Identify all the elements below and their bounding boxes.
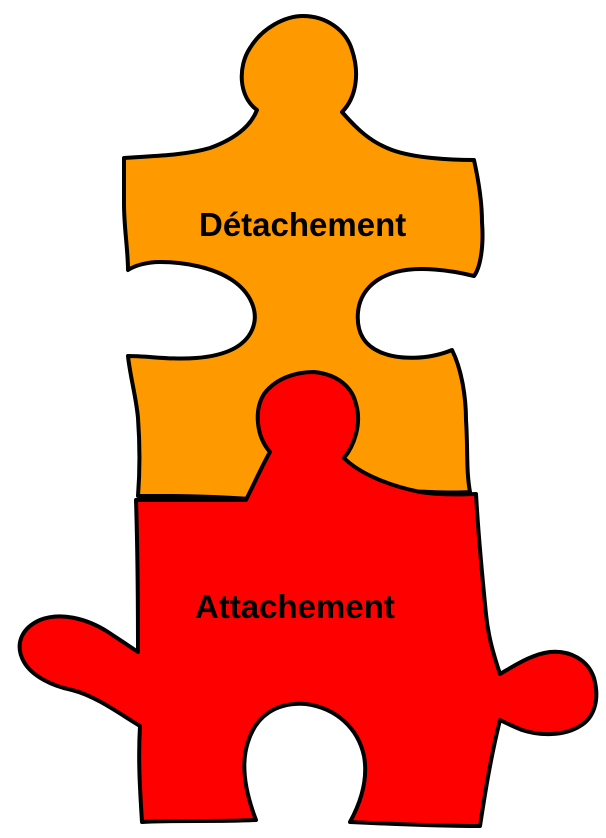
label-detachement: Détachement [199,206,406,243]
label-attachement: Attachement [195,588,395,625]
